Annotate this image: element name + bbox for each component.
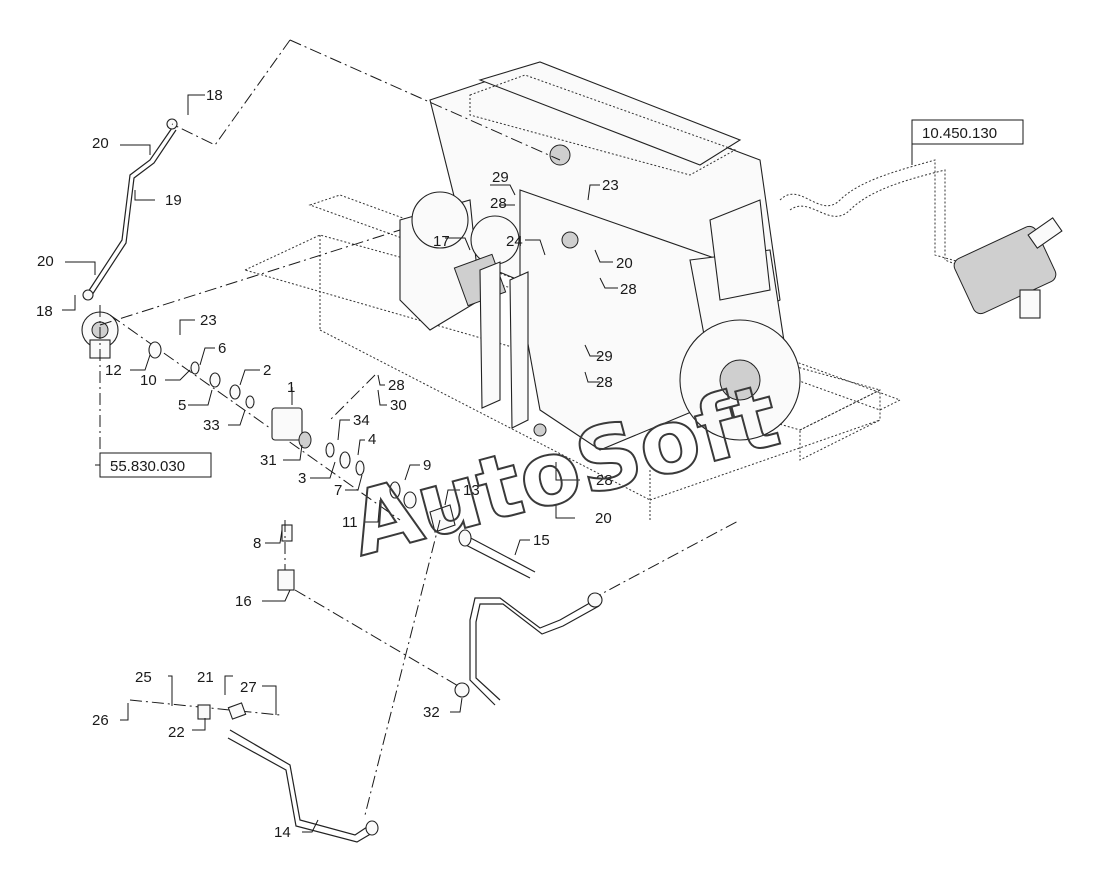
callout-17: 17: [433, 233, 450, 250]
callout-30: 30: [390, 397, 407, 414]
callout-24: 24: [506, 233, 523, 250]
callout-20: 20: [92, 135, 109, 152]
callout-13: 13: [463, 482, 480, 499]
callout-16: 16: [235, 593, 252, 610]
callout-28: 28: [596, 472, 613, 489]
callout-10: 10: [140, 372, 157, 389]
callout-28: 28: [388, 377, 405, 394]
callout-28: 28: [596, 374, 613, 391]
callout-20: 20: [37, 253, 54, 270]
callout-23: 23: [602, 177, 619, 194]
engine: [399, 61, 801, 451]
pipe-32: [454, 592, 603, 706]
callout-20: 20: [595, 510, 612, 527]
callout-1: 1: [287, 379, 295, 396]
pipe-14: [227, 729, 379, 843]
callout-11: 11: [342, 514, 358, 531]
callout-labels: 18 20 19 20 18 23 12 6 10 2 5 33 1 31 34…: [36, 87, 637, 841]
right-pipe-assembly: [779, 159, 1063, 319]
callout-12: 12: [105, 362, 122, 379]
reference-label: 10.450.130: [922, 125, 997, 142]
callout-26: 26: [92, 712, 109, 729]
callout-19: 19: [165, 192, 182, 209]
callout-18: 18: [206, 87, 223, 104]
callout-22: 22: [168, 724, 185, 741]
reference-box-10-450-130[interactable]: 10.450.130: [911, 119, 1024, 145]
fittings-chain: [99, 229, 456, 591]
callout-25: 25: [135, 669, 152, 686]
callout-4: 4: [368, 431, 376, 448]
callout-20: 20: [616, 255, 633, 272]
callout-6: 6: [218, 340, 226, 357]
callout-21: 21: [197, 669, 214, 686]
callout-29: 29: [596, 348, 613, 365]
callout-33: 33: [203, 417, 220, 434]
reference-box-55-830-030[interactable]: 55.830.030: [99, 452, 212, 478]
callout-28: 28: [620, 281, 637, 298]
callout-2: 2: [263, 362, 271, 379]
callout-8: 8: [253, 535, 261, 552]
callout-3: 3: [298, 470, 306, 487]
callout-7: 7: [334, 482, 342, 499]
callout-29: 29: [492, 169, 509, 186]
leader-lines: [62, 94, 913, 833]
callout-32: 32: [423, 704, 440, 721]
clamp-assembly: [197, 702, 247, 720]
callout-23: 23: [200, 312, 217, 329]
chain-lines: [99, 39, 741, 816]
callout-28: 28: [490, 195, 507, 212]
callout-9: 9: [423, 457, 431, 474]
pipe-19: [82, 118, 178, 301]
callout-15: 15: [533, 532, 550, 549]
reference-label: 55.830.030: [110, 458, 185, 475]
callout-34: 34: [353, 412, 370, 429]
callout-31: 31: [260, 452, 277, 469]
callout-18: 18: [36, 303, 53, 320]
pipe-15: [458, 529, 536, 579]
callout-14: 14: [274, 824, 291, 841]
callout-27: 27: [240, 679, 257, 696]
callout-5: 5: [178, 397, 186, 414]
